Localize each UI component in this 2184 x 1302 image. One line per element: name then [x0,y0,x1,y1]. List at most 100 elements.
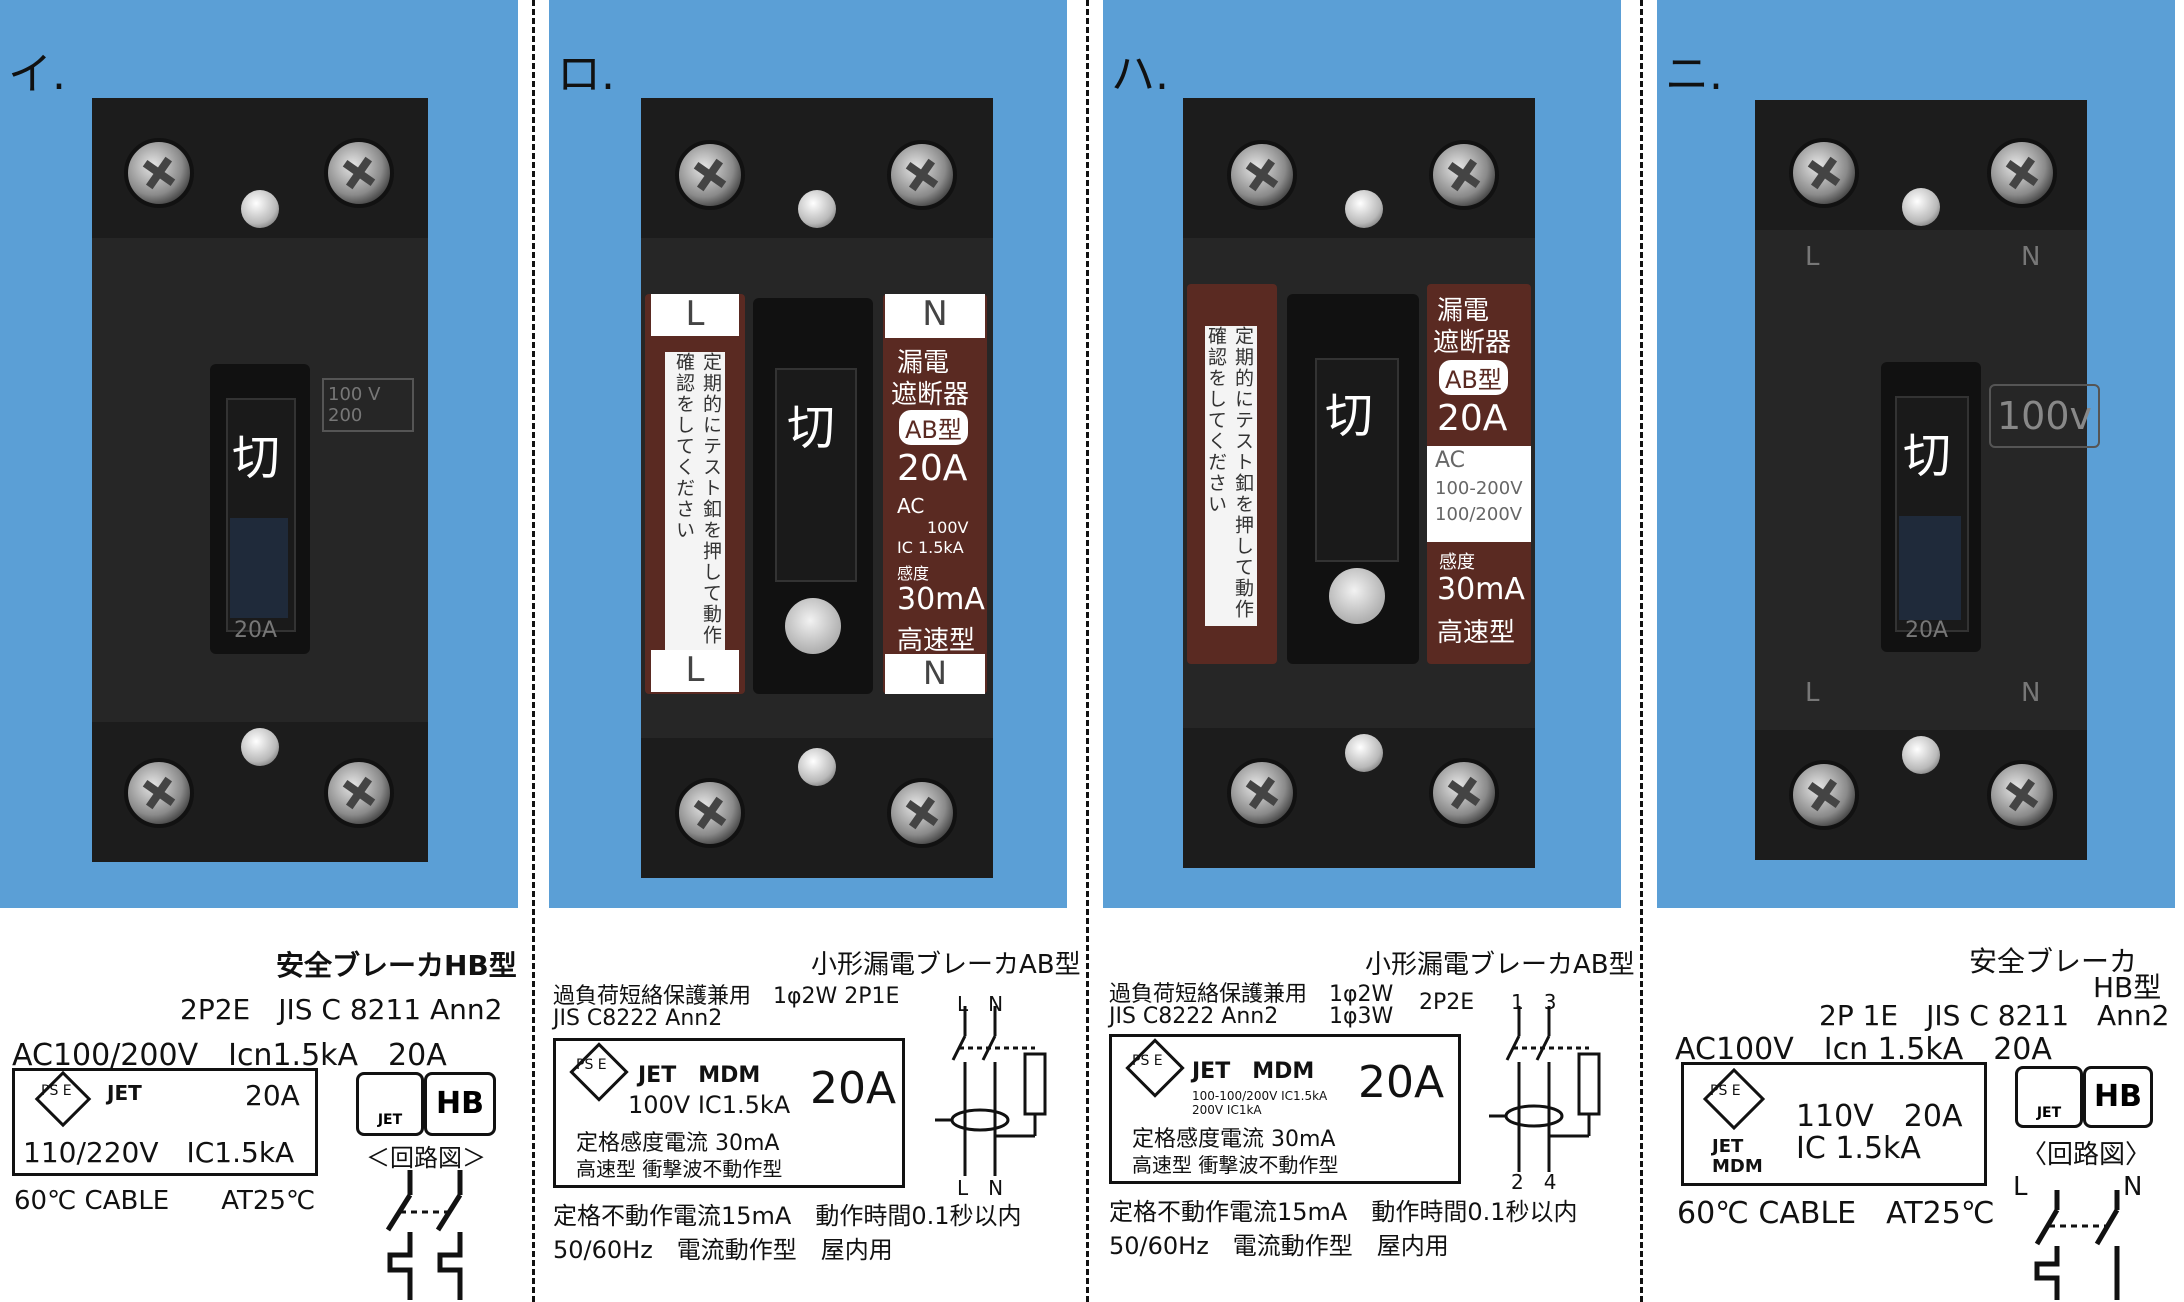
box-sens: 定格感度電流 30mA [1132,1127,1336,1152]
label-title: 安全ブレーカHB型 [276,949,517,982]
toggle-label: 切 [1325,388,1374,444]
top-n-mark: N [2021,242,2041,272]
rivet-icon [798,190,836,228]
diagram-l: L [2013,1172,2028,1202]
screw-icon [887,140,957,210]
cert-jet: JET MDM [1192,1059,1315,1084]
rivet-icon [1902,188,1940,226]
panel-letter: イ. [8,49,66,100]
rating-box: PS E JET MDM 20A 100V IC1.5kA 定格感度電流 30m… [553,1038,905,1188]
right-label-strip [883,294,987,694]
cert-jet: JET [107,1081,142,1105]
diagram-n: N [2123,1172,2143,1202]
circuit-diagram-icon [2034,1190,2120,1300]
logo-hb-text: HB [436,1086,484,1121]
screw-icon [124,758,194,828]
test-button[interactable] [785,598,841,654]
rivet-icon [241,190,279,228]
rcd-line-2: AB型 [1439,360,1508,395]
hb-logo-icon: HB [2083,1066,2153,1128]
circuit-diagram-icon [385,1170,463,1300]
amp-mark: 20A [234,618,278,643]
breaker-body: L 定期的にテスト釦を押して動作確認をしてください L 切 N 漏電 遮断器 A… [641,98,993,878]
screw-icon [675,778,745,848]
label-spec: 2P2E JIS C 8211 Ann2 [180,993,503,1026]
circuit-diagram-icon [1489,1006,1601,1172]
jet-logo-icon: JET [356,1072,424,1136]
label-cable: 60℃ CABLE AT25℃ [1677,1196,1995,1231]
right-top-n: N [885,294,985,338]
toggle-lower [1899,516,1961,620]
rcd-line-4: AC [1435,448,1466,473]
separator [1640,0,1643,1302]
box-amp: 20A [810,1063,897,1114]
test-button[interactable] [1329,568,1385,624]
label-line-2: 50/60Hz 電流動作型 屋内用 [553,1236,893,1264]
rivet-icon [798,748,836,786]
rcd-line-9: 高速型 [897,626,976,656]
screw-icon [1987,760,2057,830]
cert-pse: PS E [576,1057,607,1073]
rcd-line-1: 遮断器 [1433,328,1512,358]
voltage-mark: 100 V 200 [322,378,414,432]
screw-icon [1789,760,1859,830]
left-top-l: L [651,294,739,336]
rating-box: PS E JET 20A 110/220V IC1.5kA [12,1068,318,1176]
left-bottom-l: L [651,650,739,692]
panel-letter: ニ. [1665,49,1723,100]
rating-box: PS E JET MDM 20A 100-100/200V IC1.5kA 20… [1109,1034,1461,1184]
screw-icon [675,140,745,210]
screw-icon [1429,758,1499,828]
screw-icon [324,138,394,208]
rcd-line-8: 30mA [897,582,985,617]
circuit-diagram-icon [935,1006,1047,1176]
screw-icon [1227,758,1297,828]
rcd-line-1: 遮断器 [891,380,970,410]
box-type: 高速型 衝撃波不動作型 [1132,1153,1339,1177]
box-sens: 定格感度電流 30mA [576,1131,780,1156]
voltage-mark: 100v [1989,384,2101,448]
label-spec-1b: 1φ3W [1329,1004,1394,1029]
label-line-2: 50/60Hz 電流動作型 屋内用 [1109,1232,1449,1260]
diagram-top-labels: L N [957,992,1004,1016]
box-amp: 20A [1358,1057,1445,1108]
screw-icon [1227,140,1297,210]
box-rating: 100V IC1.5kA [628,1091,791,1119]
diagram-top-labels: 1 3 [1511,990,1557,1014]
box-rating-1: 110V 20A [1796,1099,1963,1134]
logo-hb-text: HB [2094,1079,2142,1114]
label-spec-1: 過負荷短絡保護兼用 1φ2W 2P1E [553,984,900,1009]
toggle-label: 切 [787,400,836,456]
label-line-1: 定格不動作電流15mA 動作時間0.1秒以内 [1109,1198,1578,1226]
toggle-label: 切 [1903,428,1952,484]
rating-box: PS E JET MDM 110V 20A IC 1.5kA [1681,1062,1987,1186]
circuit-label: ＜回路図＞ [366,1144,486,1172]
rcd-line-9: 高速型 [1437,618,1516,648]
label-spec-1: 過負荷短絡保護兼用 1φ2W [1109,982,1394,1007]
test-instruction: 定期的にテスト釦を押して動作確認をしてください [1205,326,1257,626]
breaker-body: L N 切 20A 100v L N [1755,100,2101,860]
toggle-switch[interactable] [1315,358,1399,562]
rcd-line-5: 100-200V [1435,478,1523,499]
separator [1086,0,1089,1302]
label-title-1: 安全ブレーカ [1969,945,2138,978]
screw-icon [1987,138,2057,208]
rcd-line-8: 30mA [1437,572,1525,607]
rcd-line-7: 感度 [897,564,930,583]
panel-a: イ. 切 20A 100 V 200 安全ブレーカHB型 2P2E JIS C … [0,0,518,1302]
rcd-line-6: IC 1.5kA [897,538,964,557]
rcd-line-4: AC [897,494,925,518]
label-line-1: 定格不動作電流15mA 動作時間0.1秒以内 [553,1202,1022,1230]
panel-letter: ロ. [557,49,615,100]
panel-b: ロ. L 定期的にテスト釦を押して動作確認をしてください L 切 N 漏電 遮断… [549,0,1081,1302]
label-spec: 2P 1E JIS C 8211 Ann2 [1819,999,2170,1032]
label-spec-2: JIS C8222 Ann2 [1109,1004,1279,1029]
rivet-icon [1902,736,1940,774]
screw-icon [324,758,394,828]
top-l-mark: L [1805,242,1820,272]
toggle-label: 切 [232,430,281,486]
toggle-switch[interactable] [775,368,857,582]
amp-mark: 20A [1905,618,1949,643]
label-spec-pole: 2P2E [1419,990,1475,1015]
jet-logo-icon: JET [2015,1066,2083,1128]
